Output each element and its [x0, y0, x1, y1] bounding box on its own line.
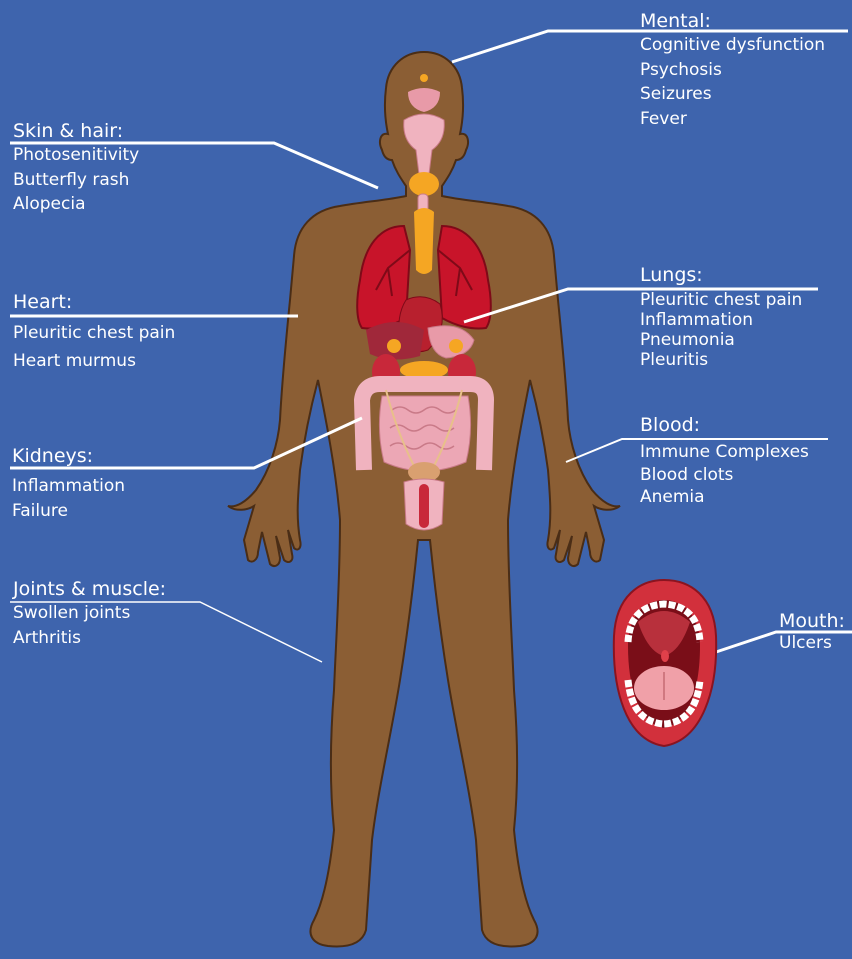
- brain-gland: [420, 74, 428, 82]
- callout-item: Immune Complexes: [640, 441, 809, 464]
- callout-item: Anemia: [640, 486, 809, 509]
- callout-skin-hair: Skin & hair: Photosenitivity Butterfly r…: [13, 120, 139, 217]
- callout-title: Mental:: [640, 10, 825, 33]
- callout-mouth: Mouth: Ulcers: [779, 610, 852, 653]
- reproductive-duct: [419, 484, 429, 528]
- callout-item: Butterfly rash: [13, 168, 139, 193]
- callout-lungs: Lungs: Pleuritic chest pain Inflammation…: [640, 264, 802, 370]
- callout-mental: Mental: Cognitive dysfunction Psychosis …: [640, 10, 825, 131]
- thymus: [414, 208, 434, 274]
- callout-title: Blood:: [640, 414, 809, 437]
- callout-blood: Blood: Immune Complexes Blood clots Anem…: [640, 414, 809, 509]
- callout-item: Ulcers: [779, 633, 852, 653]
- mouth-illustration: [614, 580, 716, 746]
- callout-item: Failure: [12, 499, 125, 524]
- callout-title: Mouth:: [779, 610, 852, 633]
- callout-title: Heart:: [13, 291, 175, 314]
- callout-heart: Heart: Pleuritic chest pain Heart murmus: [13, 291, 175, 375]
- callout-item: Alopecia: [13, 192, 139, 217]
- callout-item: Pleuritis: [640, 350, 802, 370]
- callout-title: Kidneys:: [12, 445, 125, 468]
- callout-item: Arthritis: [13, 626, 166, 651]
- callout-item: Seizures: [640, 82, 825, 107]
- callout-kidneys: Kidneys: Inflammation Failure: [12, 445, 125, 523]
- thyroid-gland: [409, 172, 439, 196]
- callout-item: Pleuritic chest pain: [13, 319, 175, 347]
- callout-item: Inflammation: [12, 474, 125, 499]
- adrenal-gland-left: [387, 339, 401, 353]
- callout-joints-muscle: Joints & muscle: Swollen joints Arthriti…: [13, 578, 166, 650]
- callout-title: Lungs:: [640, 264, 802, 287]
- adrenal-gland-right: [449, 339, 463, 353]
- callout-item: Cognitive dysfunction: [640, 33, 825, 58]
- callout-title: Skin & hair:: [13, 120, 139, 143]
- uvula: [661, 650, 669, 662]
- callout-item: Swollen joints: [13, 601, 166, 626]
- callout-item: Heart murmus: [13, 347, 175, 375]
- callout-item: Psychosis: [640, 58, 825, 83]
- callout-item: Inflammation: [640, 310, 802, 330]
- callout-item: Blood clots: [640, 464, 809, 487]
- callout-item: Pleuritic chest pain: [640, 290, 802, 310]
- callout-item: Fever: [640, 107, 825, 132]
- callout-item: Pneumonia: [640, 330, 802, 350]
- callout-title: Joints & muscle:: [13, 578, 166, 601]
- callout-item: Photosenitivity: [13, 143, 139, 168]
